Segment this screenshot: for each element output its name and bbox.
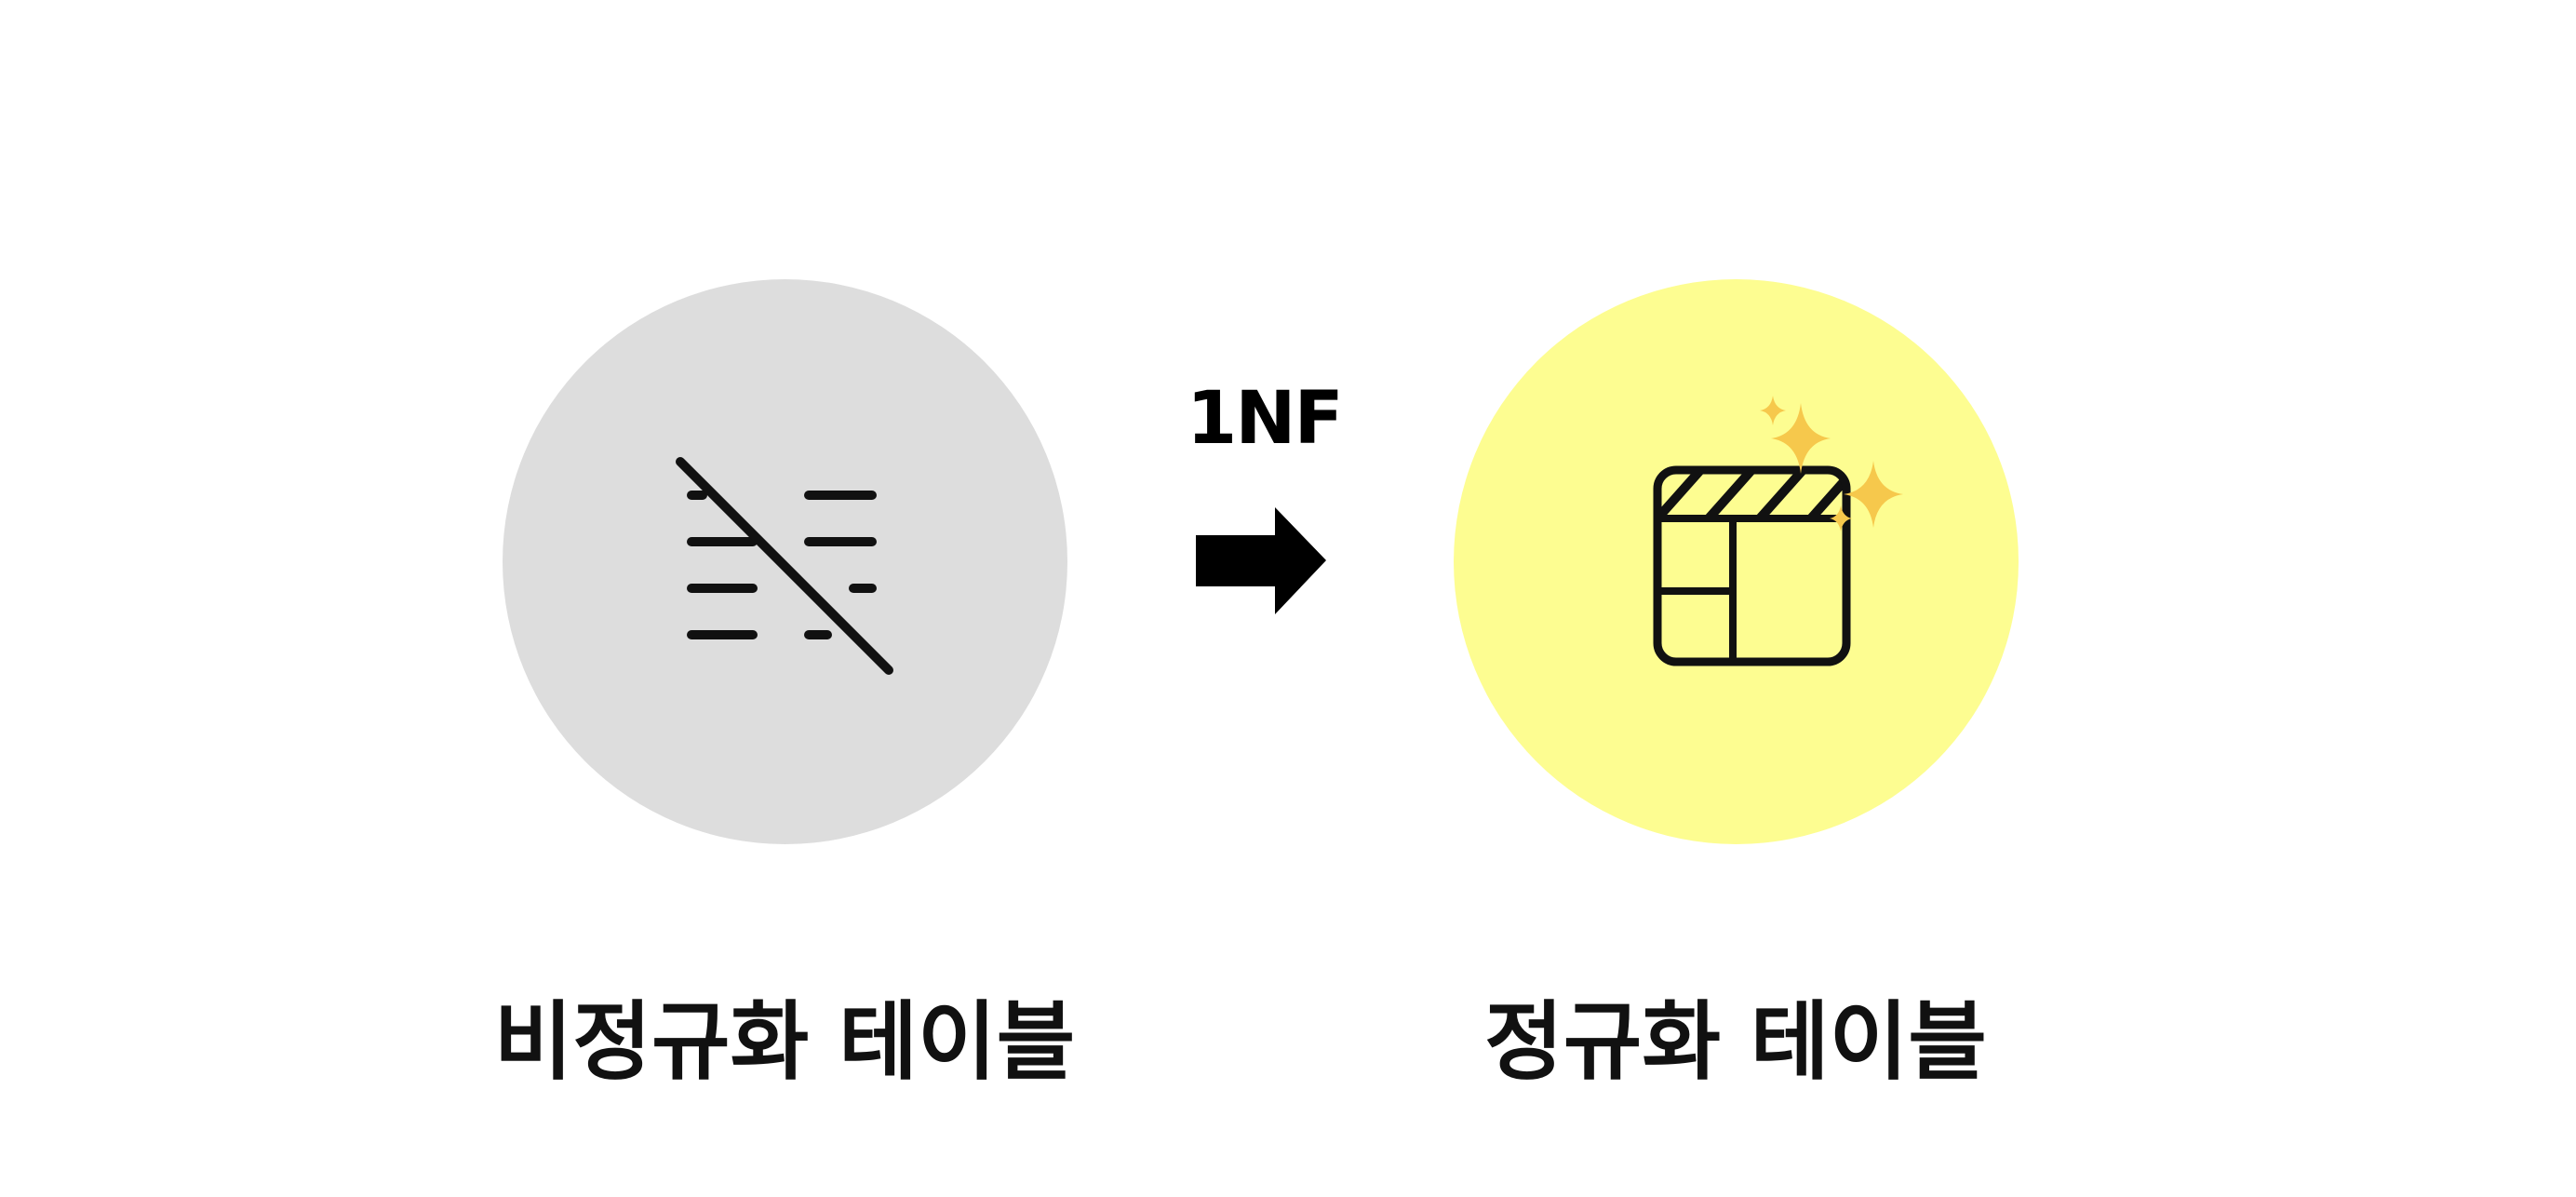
- normalized-caption: 정규화 테이블: [1484, 992, 1987, 1092]
- arrow-right-icon: [1196, 507, 1326, 614]
- sparkles-icon: [1760, 396, 1903, 531]
- normalized-table-icon: [1653, 396, 1903, 666]
- transition-label: 1NF: [1187, 377, 1344, 461]
- unnormalized-caption: 비정규화 테이블: [493, 992, 1076, 1092]
- unnormalized-table-icon: [676, 457, 893, 675]
